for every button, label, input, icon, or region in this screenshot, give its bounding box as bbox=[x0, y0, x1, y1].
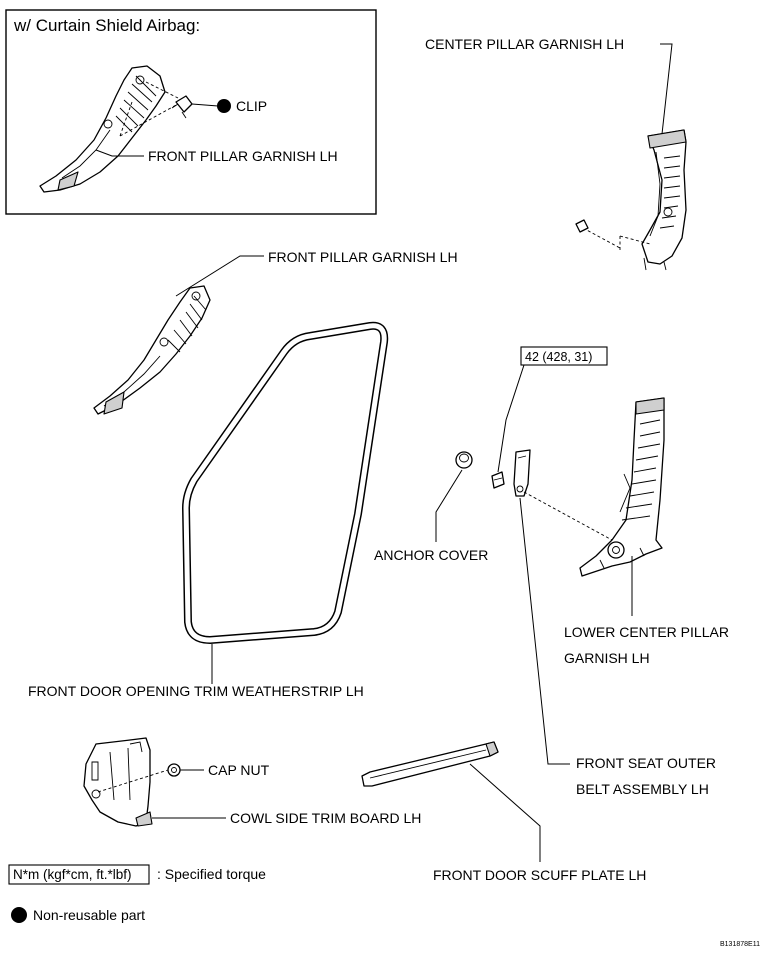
legend-nonreusable-text: Non-reusable part bbox=[33, 907, 145, 923]
inset-panel: w/ Curtain Shield Airbag: CLIP FRONT PIL… bbox=[5, 9, 377, 215]
cap-nut-label: CAP NUT bbox=[208, 762, 270, 778]
front-pillar-label: FRONT PILLAR GARNISH LH bbox=[268, 249, 458, 265]
legend-torque-text: : Specified torque bbox=[157, 866, 266, 882]
inset-clip-guide bbox=[119, 81, 179, 137]
legend-torque-box: N*m (kgf*cm, ft.*lbf) bbox=[13, 867, 132, 882]
lower-center-pillar-label-line2: GARNISH LH bbox=[564, 650, 650, 666]
center-pillar-guide bbox=[582, 227, 651, 252]
center-pillar-clip-part bbox=[575, 219, 589, 233]
inset-front-pillar-label: FRONT PILLAR GARNISH LH bbox=[148, 148, 338, 164]
inset-front-pillar-garnish-drawing bbox=[39, 65, 166, 193]
cap-nut-guide bbox=[97, 769, 169, 793]
weatherstrip-label: FRONT DOOR OPENING TRIM WEATHERSTRIP LH bbox=[28, 683, 364, 699]
anchor-bolt-part bbox=[491, 471, 505, 489]
scuff-plate-drawing bbox=[361, 741, 499, 787]
center-pillar-garnish-drawing bbox=[641, 129, 687, 271]
inset-clip-label: CLIP bbox=[236, 98, 267, 114]
cowl-side-label: COWL SIDE TRIM BOARD LH bbox=[230, 810, 421, 826]
lower-center-pillar-label-line1: LOWER CENTER PILLAR bbox=[564, 624, 729, 640]
scuff-plate-label: FRONT DOOR SCUFF PLATE LH bbox=[433, 867, 646, 883]
inset-title: w/ Curtain Shield Airbag: bbox=[13, 16, 200, 35]
anchor-cover-label: ANCHOR COVER bbox=[374, 547, 488, 563]
figure-id: B131878E11 bbox=[720, 941, 760, 948]
front-pillar-garnish-drawing bbox=[93, 285, 211, 415]
cap-nut-part bbox=[167, 763, 181, 777]
cowl-side-trim-drawing bbox=[83, 737, 153, 827]
torque-callout: 42 (428, 31) bbox=[520, 346, 608, 366]
nonreusable-dot-icon bbox=[217, 99, 231, 113]
center-pillar-label: CENTER PILLAR GARNISH LH bbox=[425, 36, 624, 52]
seat-belt-label-line1: FRONT SEAT OUTER bbox=[576, 755, 716, 771]
legend: N*m (kgf*cm, ft.*lbf) : Specified torque… bbox=[8, 864, 266, 923]
torque-value: 42 (428, 31) bbox=[525, 350, 592, 364]
seat-belt-anchor-drawing bbox=[513, 449, 531, 497]
lower-center-pillar-garnish-drawing bbox=[579, 397, 665, 577]
seat-belt-label-line2: BELT ASSEMBLY LH bbox=[576, 781, 709, 797]
weatherstrip-drawing bbox=[182, 321, 389, 644]
belt-guide bbox=[523, 491, 613, 541]
legend-nonreusable-dot-icon bbox=[11, 907, 27, 923]
anchor-cover-part bbox=[455, 451, 473, 469]
